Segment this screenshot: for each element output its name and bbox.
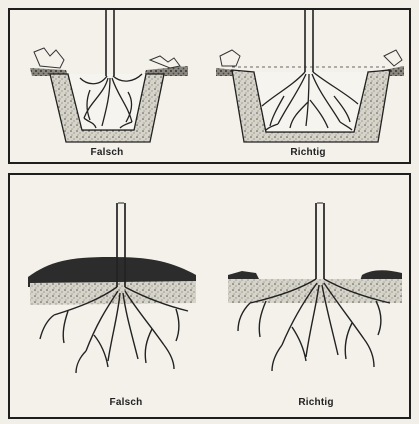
caption-right: Richtig — [290, 147, 325, 158]
caption-wrong: Falsch — [91, 147, 124, 158]
caption-wrong: Falsch — [110, 397, 143, 408]
planting-pit-illustration — [10, 10, 409, 162]
pit-right-drawing — [216, 10, 404, 142]
planting-depth-illustration — [10, 175, 409, 417]
planting-depth-panel: Falsch Richtig — [8, 173, 411, 419]
planting-pit-panel: Falsch Richtig — [8, 8, 411, 164]
pit-wrong-drawing — [30, 10, 188, 142]
depth-wrong-drawing — [28, 203, 196, 373]
caption-right: Richtig — [298, 397, 333, 408]
depth-right-drawing — [228, 203, 402, 371]
